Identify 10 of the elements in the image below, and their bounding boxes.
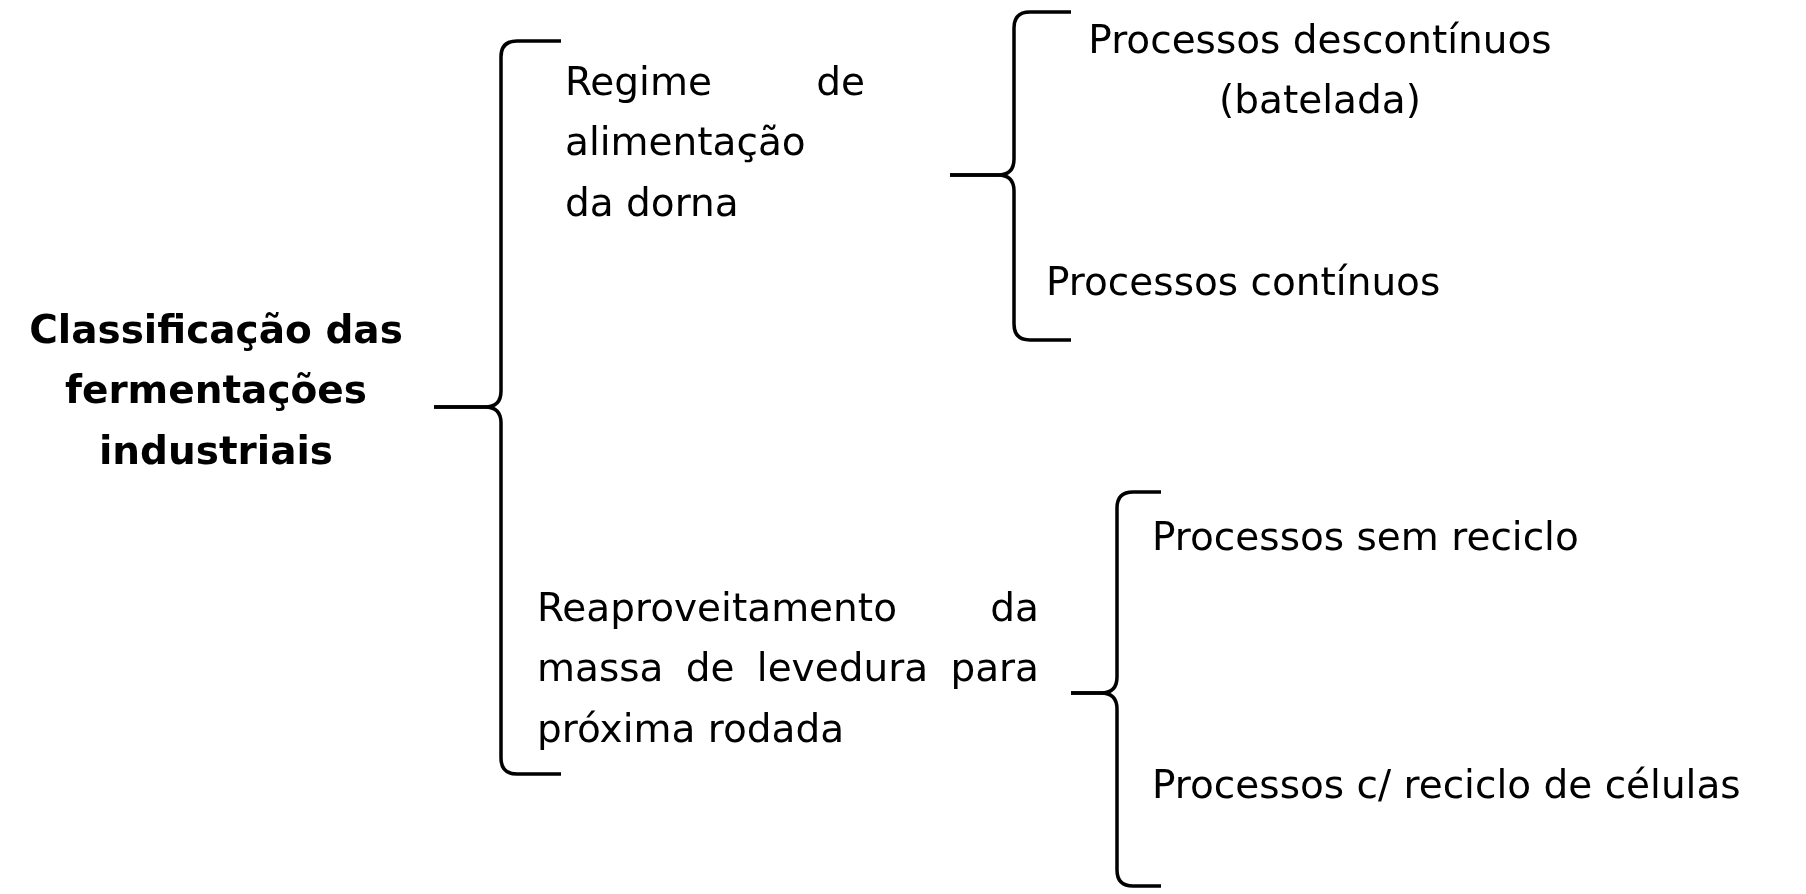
subcategory-text: Processos contínuos — [1046, 252, 1606, 313]
brace-connector — [950, 173, 1071, 342]
brace-connector — [434, 405, 561, 776]
category-text: Regime de alimentação da dorna — [565, 52, 865, 234]
brace-connector — [1071, 691, 1161, 888]
subcategory-text: Processos c/ reciclo de células — [1152, 755, 1792, 816]
category-text: Reaproveitamento da massa de levedura para próxima rodada — [537, 578, 1039, 760]
subcategory-text: Processos descontínuos (batelada) — [1040, 10, 1600, 131]
subcategory-text: Processos sem reciclo — [1152, 507, 1752, 568]
root-category-text: Classificação das fermentações industriais — [0, 300, 432, 482]
